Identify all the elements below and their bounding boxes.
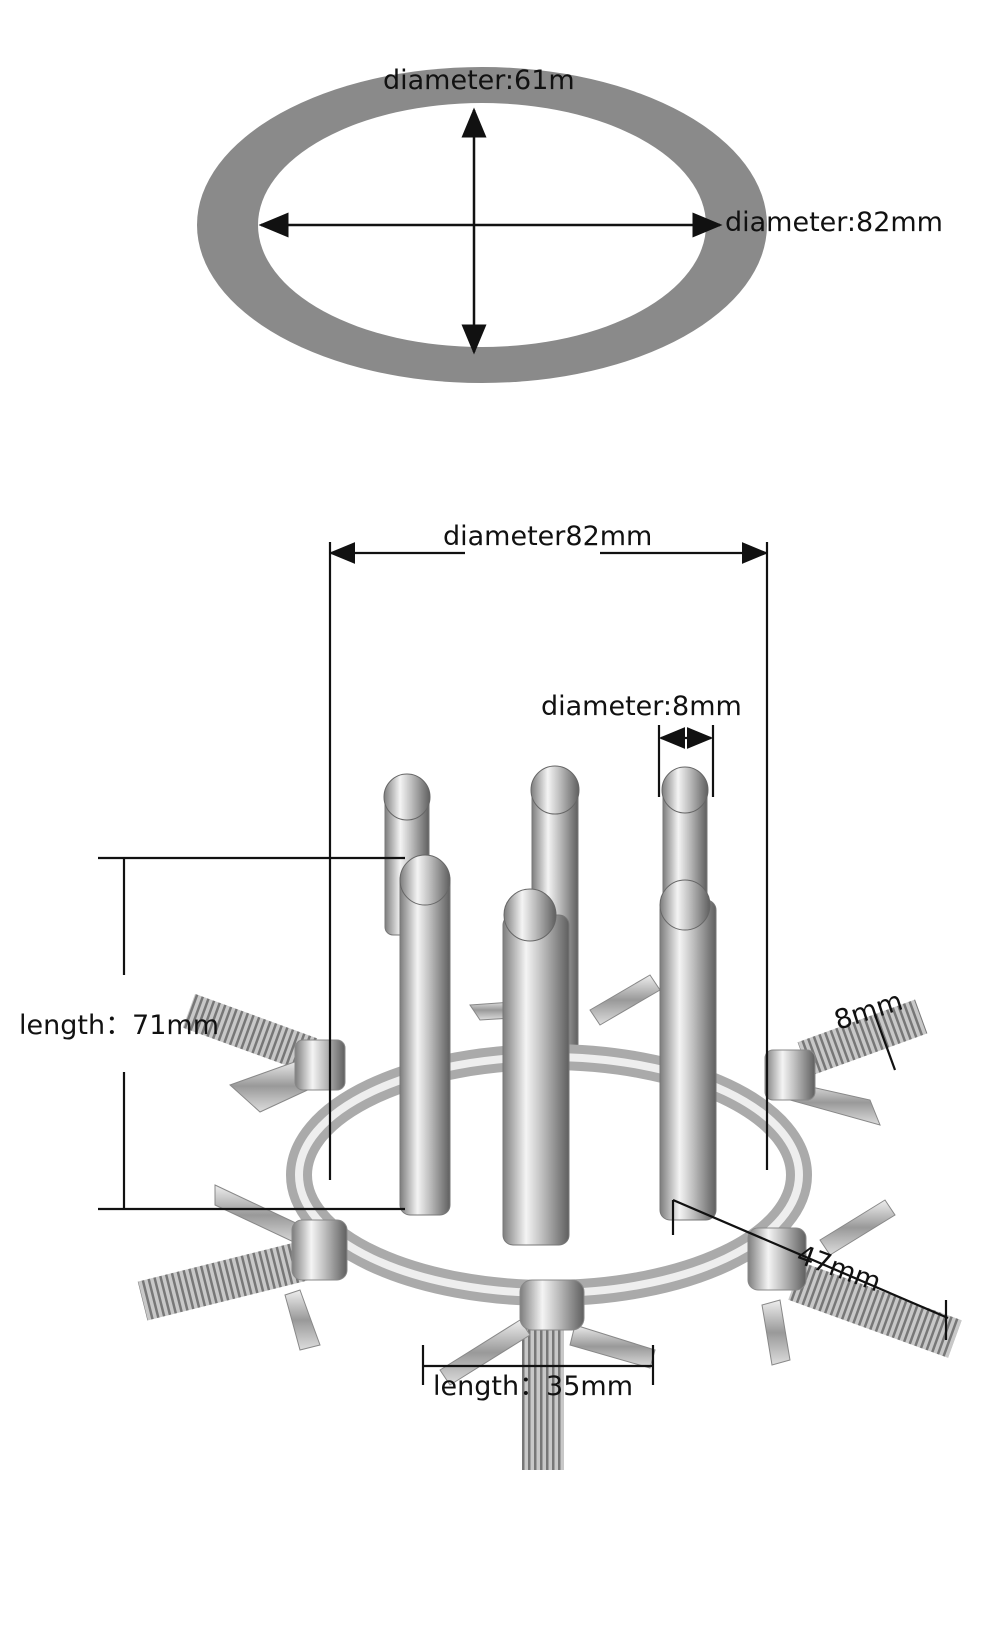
prong-diameter-label: diameter:8mm [541,691,742,722]
device-illustration [137,765,962,1470]
device-dimensions [98,542,949,1385]
screw-back-left [182,993,346,1113]
prong-length-label: length：71mm [19,1010,219,1041]
vertical-diameter-label: diameter:61m [383,65,575,96]
prong [502,914,570,1246]
screw-front-left [137,1184,348,1351]
prong [659,899,717,1221]
screw-front-right [747,1199,962,1366]
ring-diameter-label: diameter82mm [443,521,652,552]
prong [399,869,451,1216]
screw-back-right [764,999,928,1126]
ring-top-view: diameter:61m diameter:82mm [197,65,943,383]
screw-front-center [439,1279,656,1470]
horizontal-diameter-label: diameter:82mm [725,207,943,238]
screw-length-label: length：35mm [433,1371,633,1402]
